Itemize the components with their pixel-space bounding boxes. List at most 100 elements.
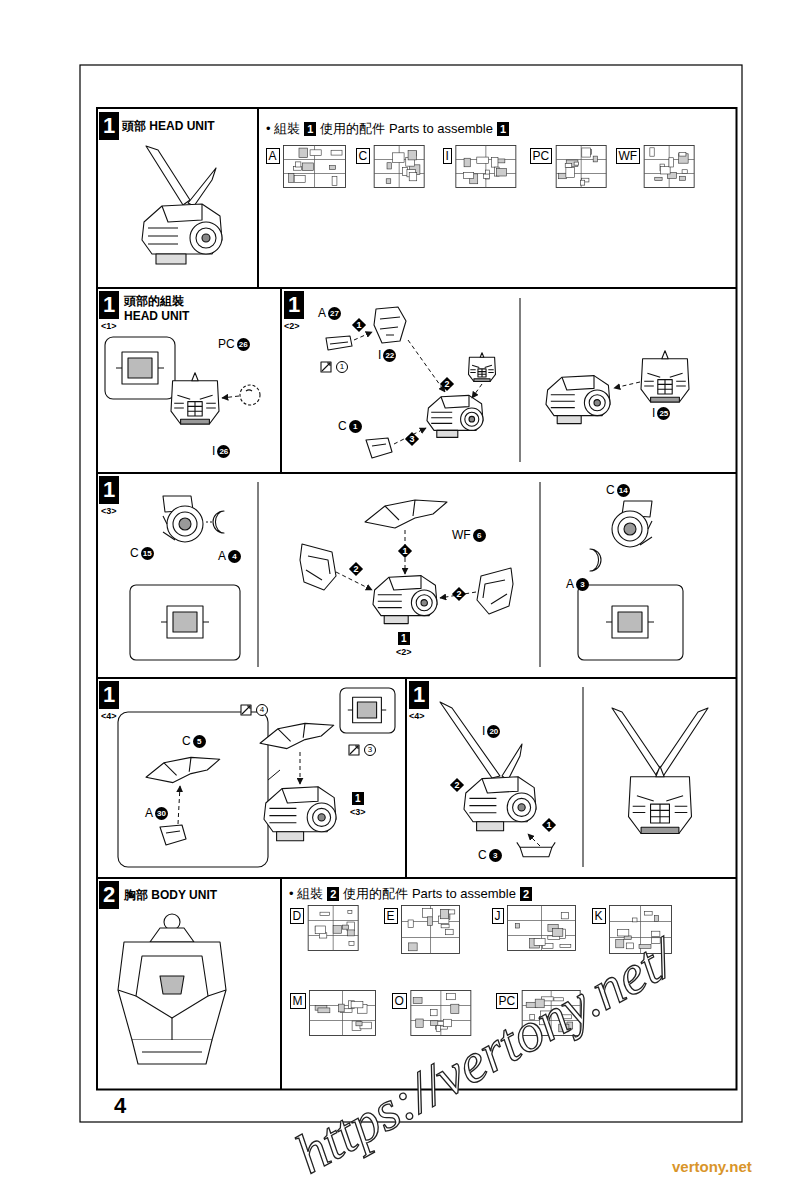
- block-line: [128, 358, 152, 378]
- side-line: [483, 580, 507, 604]
- runner-letter: J: [495, 909, 501, 923]
- headFront-line: [651, 397, 680, 402]
- ball-line: [240, 385, 260, 405]
- block-line: [116, 367, 164, 368]
- runner-sprue: [402, 906, 460, 954]
- crest-drawing: [260, 723, 334, 748]
- small-drawing: [366, 438, 392, 458]
- headFront-line: [651, 804, 670, 823]
- sequence-marker: 1: [542, 818, 556, 832]
- detail-inset: [578, 585, 683, 660]
- part-number: 15: [141, 547, 154, 560]
- leader-line: [268, 770, 280, 780]
- runner-box: PC: [530, 148, 553, 164]
- assembly-arrow: [354, 332, 372, 340]
- runner-letter: WF: [619, 149, 638, 163]
- crest-line: [385, 500, 415, 520]
- runner-part: [565, 163, 572, 167]
- block-line: [612, 606, 648, 638]
- runner-part: [331, 150, 342, 155]
- sequence-marker: 2: [440, 377, 454, 391]
- block-line: [618, 612, 642, 632]
- crest-line: [164, 757, 191, 775]
- knife-line: [322, 363, 330, 371]
- sequence-marker: 1: [398, 544, 412, 558]
- knife-line: [241, 705, 251, 715]
- runner-part: [289, 174, 294, 183]
- sequence-marker: 2: [450, 778, 464, 792]
- detail-inset: [105, 337, 175, 399]
- runner-sketch: [456, 146, 516, 188]
- step-ref-number: 1: [497, 122, 509, 136]
- block-drawing: [348, 697, 386, 723]
- step-number: 2: [99, 881, 119, 909]
- face-line: [374, 307, 406, 343]
- headFront-line: [656, 766, 664, 777]
- knife-line: [350, 746, 358, 754]
- runner-letter: I: [446, 149, 449, 163]
- runner-box: M: [290, 993, 306, 1009]
- runner-part: [441, 910, 450, 920]
- runner-sprue: [508, 906, 576, 951]
- block-line: [357, 702, 376, 718]
- runner-letter: PC: [533, 149, 550, 163]
- v-fin-drawing: [502, 744, 522, 780]
- ball-line: [246, 390, 252, 391]
- runner-frame: [456, 146, 516, 188]
- runner-part: [339, 1004, 345, 1012]
- runner-letter: A: [318, 306, 326, 320]
- runner-part: [332, 177, 337, 186]
- v-fin-drawing: [656, 708, 708, 778]
- runner-letter: C: [359, 149, 368, 163]
- chin-drawing: [517, 842, 555, 856]
- runner-part: [333, 926, 341, 934]
- headFront-line: [658, 380, 672, 394]
- panel-divider: [583, 687, 584, 867]
- headSide-line: [190, 222, 222, 254]
- sequence-marker: 2: [452, 587, 466, 601]
- runner-part: [582, 148, 591, 157]
- step-number: 1: [99, 476, 119, 504]
- headSide-drawing: [142, 204, 222, 264]
- cut-mark-number: 1: [336, 361, 348, 373]
- runner-part: [296, 162, 301, 167]
- side-drawing: [300, 544, 336, 590]
- headSide-line: [464, 777, 536, 822]
- runner-part: [660, 167, 670, 174]
- runner-letter: PC: [218, 337, 235, 351]
- sequence-marker: 1: [352, 318, 366, 332]
- headSide-line: [507, 793, 536, 822]
- headSide-line: [589, 395, 605, 411]
- earPiece-line: [163, 516, 175, 540]
- panel-divider: [540, 482, 541, 667]
- headSide-line: [461, 408, 483, 430]
- runner-frame: [644, 146, 694, 188]
- crest-line: [260, 723, 334, 748]
- runner-letter: A: [218, 549, 226, 563]
- earPiece-line: [173, 512, 197, 536]
- step-number: 1: [99, 112, 119, 140]
- runner-sketch: [310, 991, 376, 1036]
- runner-sketch: [284, 146, 346, 188]
- runner-part: [431, 1009, 438, 1015]
- step-panel: 頭部的組裝 HEAD UNIT<1>: [97, 287, 282, 474]
- runner-part: [302, 163, 313, 171]
- runner-part: [431, 1021, 438, 1026]
- runner-part: [349, 942, 354, 946]
- small-line: [366, 438, 392, 458]
- runner-frame: [402, 906, 460, 954]
- headSide-line: [142, 204, 222, 254]
- runner-part: [408, 151, 416, 160]
- runner-part: [449, 910, 455, 914]
- part-number: 6: [473, 529, 486, 542]
- step-number: 1: [99, 681, 119, 709]
- runner-part: [650, 148, 654, 156]
- runner-letter: I: [652, 406, 655, 420]
- headSide-drawing: [373, 576, 437, 624]
- runner-letter: C: [478, 848, 487, 862]
- runner-part: [299, 148, 308, 158]
- part-number: 3: [576, 578, 589, 591]
- small-line: [166, 831, 180, 833]
- block-line: [173, 612, 197, 632]
